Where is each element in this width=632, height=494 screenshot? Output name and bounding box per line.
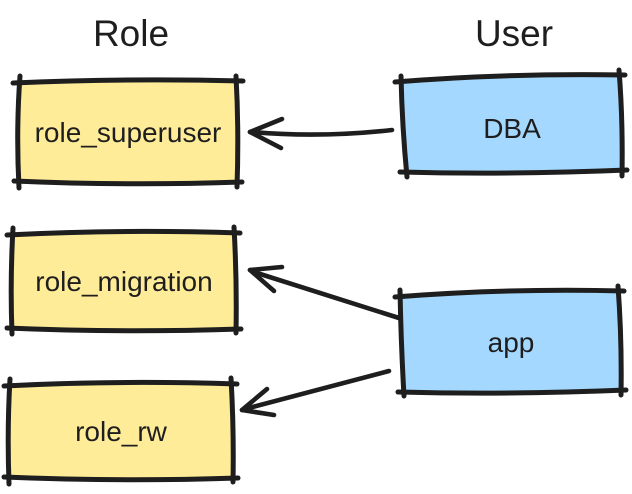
node-role-rw: role_rw	[1, 375, 241, 487]
column-title-role: Role	[93, 13, 169, 54]
node-label: DBA	[483, 113, 541, 144]
column-title-user: User	[475, 13, 553, 54]
node-border	[10, 73, 246, 191]
edge-line	[246, 368, 392, 411]
node-fill	[11, 231, 236, 330]
node-label: app	[488, 327, 535, 358]
edge-line	[254, 270, 402, 321]
node-fill	[8, 382, 233, 479]
edge-app-to-role-rw	[239, 368, 392, 418]
node-label: role_superuser	[35, 117, 222, 148]
node-role-superuser: role_superuser	[10, 73, 246, 191]
node-fill	[400, 290, 621, 393]
node-fill	[401, 75, 622, 173]
arrowhead-icon	[239, 386, 277, 418]
edge-app-to-role-migration	[247, 264, 402, 321]
node-role-migration: role_migration	[4, 224, 244, 337]
arrowhead-icon	[247, 264, 285, 294]
node-user-dba: DBA	[392, 67, 630, 180]
arrowhead-icon	[247, 116, 285, 151]
node-user-app: app	[392, 283, 629, 399]
edge-dba-to-role-superuser	[247, 116, 395, 151]
node-border	[1, 375, 241, 487]
node-border	[392, 283, 629, 399]
node-border	[392, 67, 630, 180]
node-border	[4, 224, 244, 337]
node-label: role_rw	[75, 416, 168, 447]
node-label: role_migration	[35, 266, 212, 297]
node-fill	[18, 80, 238, 183]
edge-line	[249, 127, 395, 137]
